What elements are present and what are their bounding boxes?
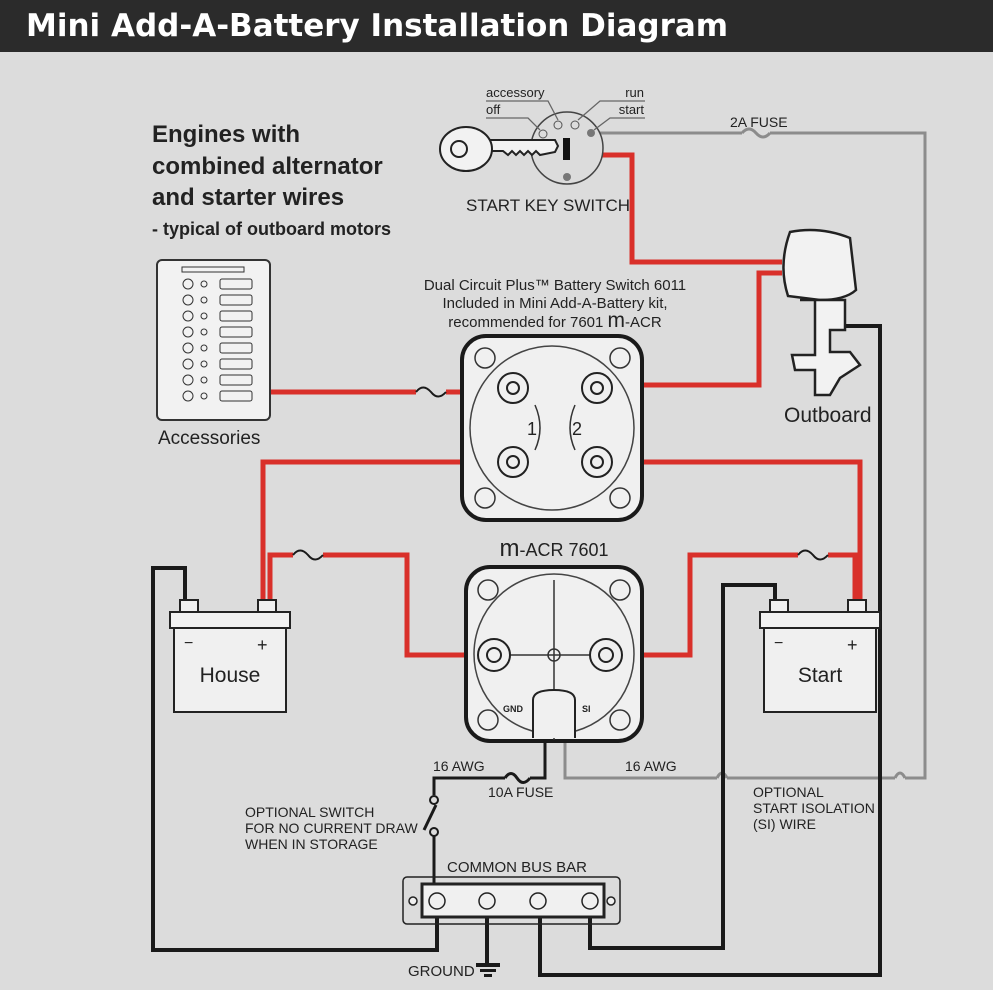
plus-icon: + [847,635,858,655]
key-pos-start: start [619,102,645,117]
switch-desc-line1: Dual Circuit Plus™ Battery Switch 6011 [424,277,686,294]
switch-desc-line2: Included in Mini Add-A-Battery kit, [442,295,667,312]
diagram-title: Mini Add-A-Battery Installation Diagram [26,8,729,44]
switch2-start-wire [597,459,863,600]
key-pos-accessory: accessory [486,85,545,100]
svg-text:(SI) WIRE: (SI) WIRE [753,816,816,832]
switch-desc-line3: recommended for 7601 m-ACR [448,309,662,332]
minus-icon: − [774,635,783,652]
breaker-indicator [200,296,208,304]
house-acr-wire [267,552,490,658]
outboard-to-switch-wire [597,270,782,388]
awg-right-label: 16 AWG [625,758,677,774]
switch-pos-2: 2 [572,419,582,439]
accessories-label: Accessories [158,428,260,449]
optional-switch-note: OPTIONAL SWITCH FOR NO CURRENT DRAW WHEN… [245,804,418,852]
breaker-indicator [200,344,208,352]
bus-bar-label: COMMON BUS BAR [447,859,587,876]
breaker-indicator [200,376,208,384]
acr-si-label: SI [582,704,591,714]
ground-symbol [476,963,500,977]
switch-pos-1: 1 [527,419,537,439]
breaker-indicator [200,312,208,320]
breaker-switch [182,374,194,386]
breaker-label-slot [219,310,253,322]
breaker-switch [182,390,194,402]
plus-icon: + [257,635,268,655]
breaker-switch [182,310,194,322]
breaker-label-slot [219,374,253,386]
ground-label: GROUND [408,963,475,980]
key-pos-off: off [486,102,501,117]
start-key-switch[interactable]: accessory off run start START KEY SWITCH [439,85,645,215]
breaker-switch [182,278,194,290]
acr-gnd-label: GND [503,704,524,714]
si-wire [563,131,927,780]
svg-text:WHEN IN STORAGE: WHEN IN STORAGE [245,836,378,852]
breaker-indicator [200,392,208,400]
breaker-label-slot [219,294,253,306]
switch1-house-wire [260,459,513,600]
switch-terminals [497,372,613,478]
inline-fuses [292,386,829,561]
acr-label: m-ACR 7601 [499,535,608,562]
start-negative-wire [588,583,777,950]
svg-text:FOR NO CURRENT DRAW: FOR NO CURRENT DRAW [245,820,418,836]
breaker-switch [182,294,194,306]
outboard-motor[interactable]: Outboard [782,228,872,427]
heading-line1: Engines with [152,121,300,148]
minus-icon: − [184,635,193,652]
m-acr-7601[interactable]: m-ACR 7601 GND SI [464,535,644,743]
start-battery[interactable]: − + Start [759,599,881,713]
svg-text:OPTIONAL SWITCH: OPTIONAL SWITCH [245,804,374,820]
start-acr-wire [608,552,858,658]
svg-text:OPTIONAL: OPTIONAL [753,784,824,800]
awg-left-label: 16 AWG [433,758,485,774]
battery-switch-6011[interactable]: Dual Circuit Plus™ Battery Switch 6011 I… [424,277,686,522]
breaker-label-slot [219,358,253,370]
outboard-label: Outboard [784,404,872,427]
breaker-switch [182,326,194,338]
key-switch-label: START KEY SWITCH [466,196,630,215]
heading-line2: combined alternator [152,153,383,180]
heading-subtitle: - typical of outboard motors [152,219,391,239]
si-wire-note: OPTIONAL START ISOLATION (SI) WIRE [753,784,875,832]
key-pos-run: run [625,85,644,100]
start-label: Start [798,664,843,687]
heading: Engines with combined alternator and sta… [152,121,391,239]
breaker-switch [182,342,194,354]
key-icon [439,126,560,172]
breaker-label-slot [219,278,253,290]
outboard-negative-wire [538,324,882,977]
fuse-10a-label: 10A FUSE [488,784,553,800]
house-battery[interactable]: − + House [169,599,291,713]
breaker-label-slot [219,326,253,338]
optional-switch[interactable] [429,795,439,837]
accessories-panel[interactable]: Accessories [156,259,271,449]
breaker-indicator [200,360,208,368]
title-bar: Mini Add-A-Battery Installation Diagram [0,0,993,52]
breaker-indicator [200,280,208,288]
fuse-2a [740,127,772,139]
breaker-indicator [200,328,208,336]
breaker-switch [182,358,194,370]
heading-line3: and starter wires [152,184,344,211]
common-bus-bar[interactable]: COMMON BUS BAR GROUND [402,859,621,980]
svg-text:START ISOLATION: START ISOLATION [753,800,875,816]
breaker-label-slot [219,390,253,402]
house-label: House [200,664,261,687]
breaker-label-slot [219,342,253,354]
fuse-2a-label: 2A FUSE [730,114,788,130]
house-negative-wire [151,566,439,952]
